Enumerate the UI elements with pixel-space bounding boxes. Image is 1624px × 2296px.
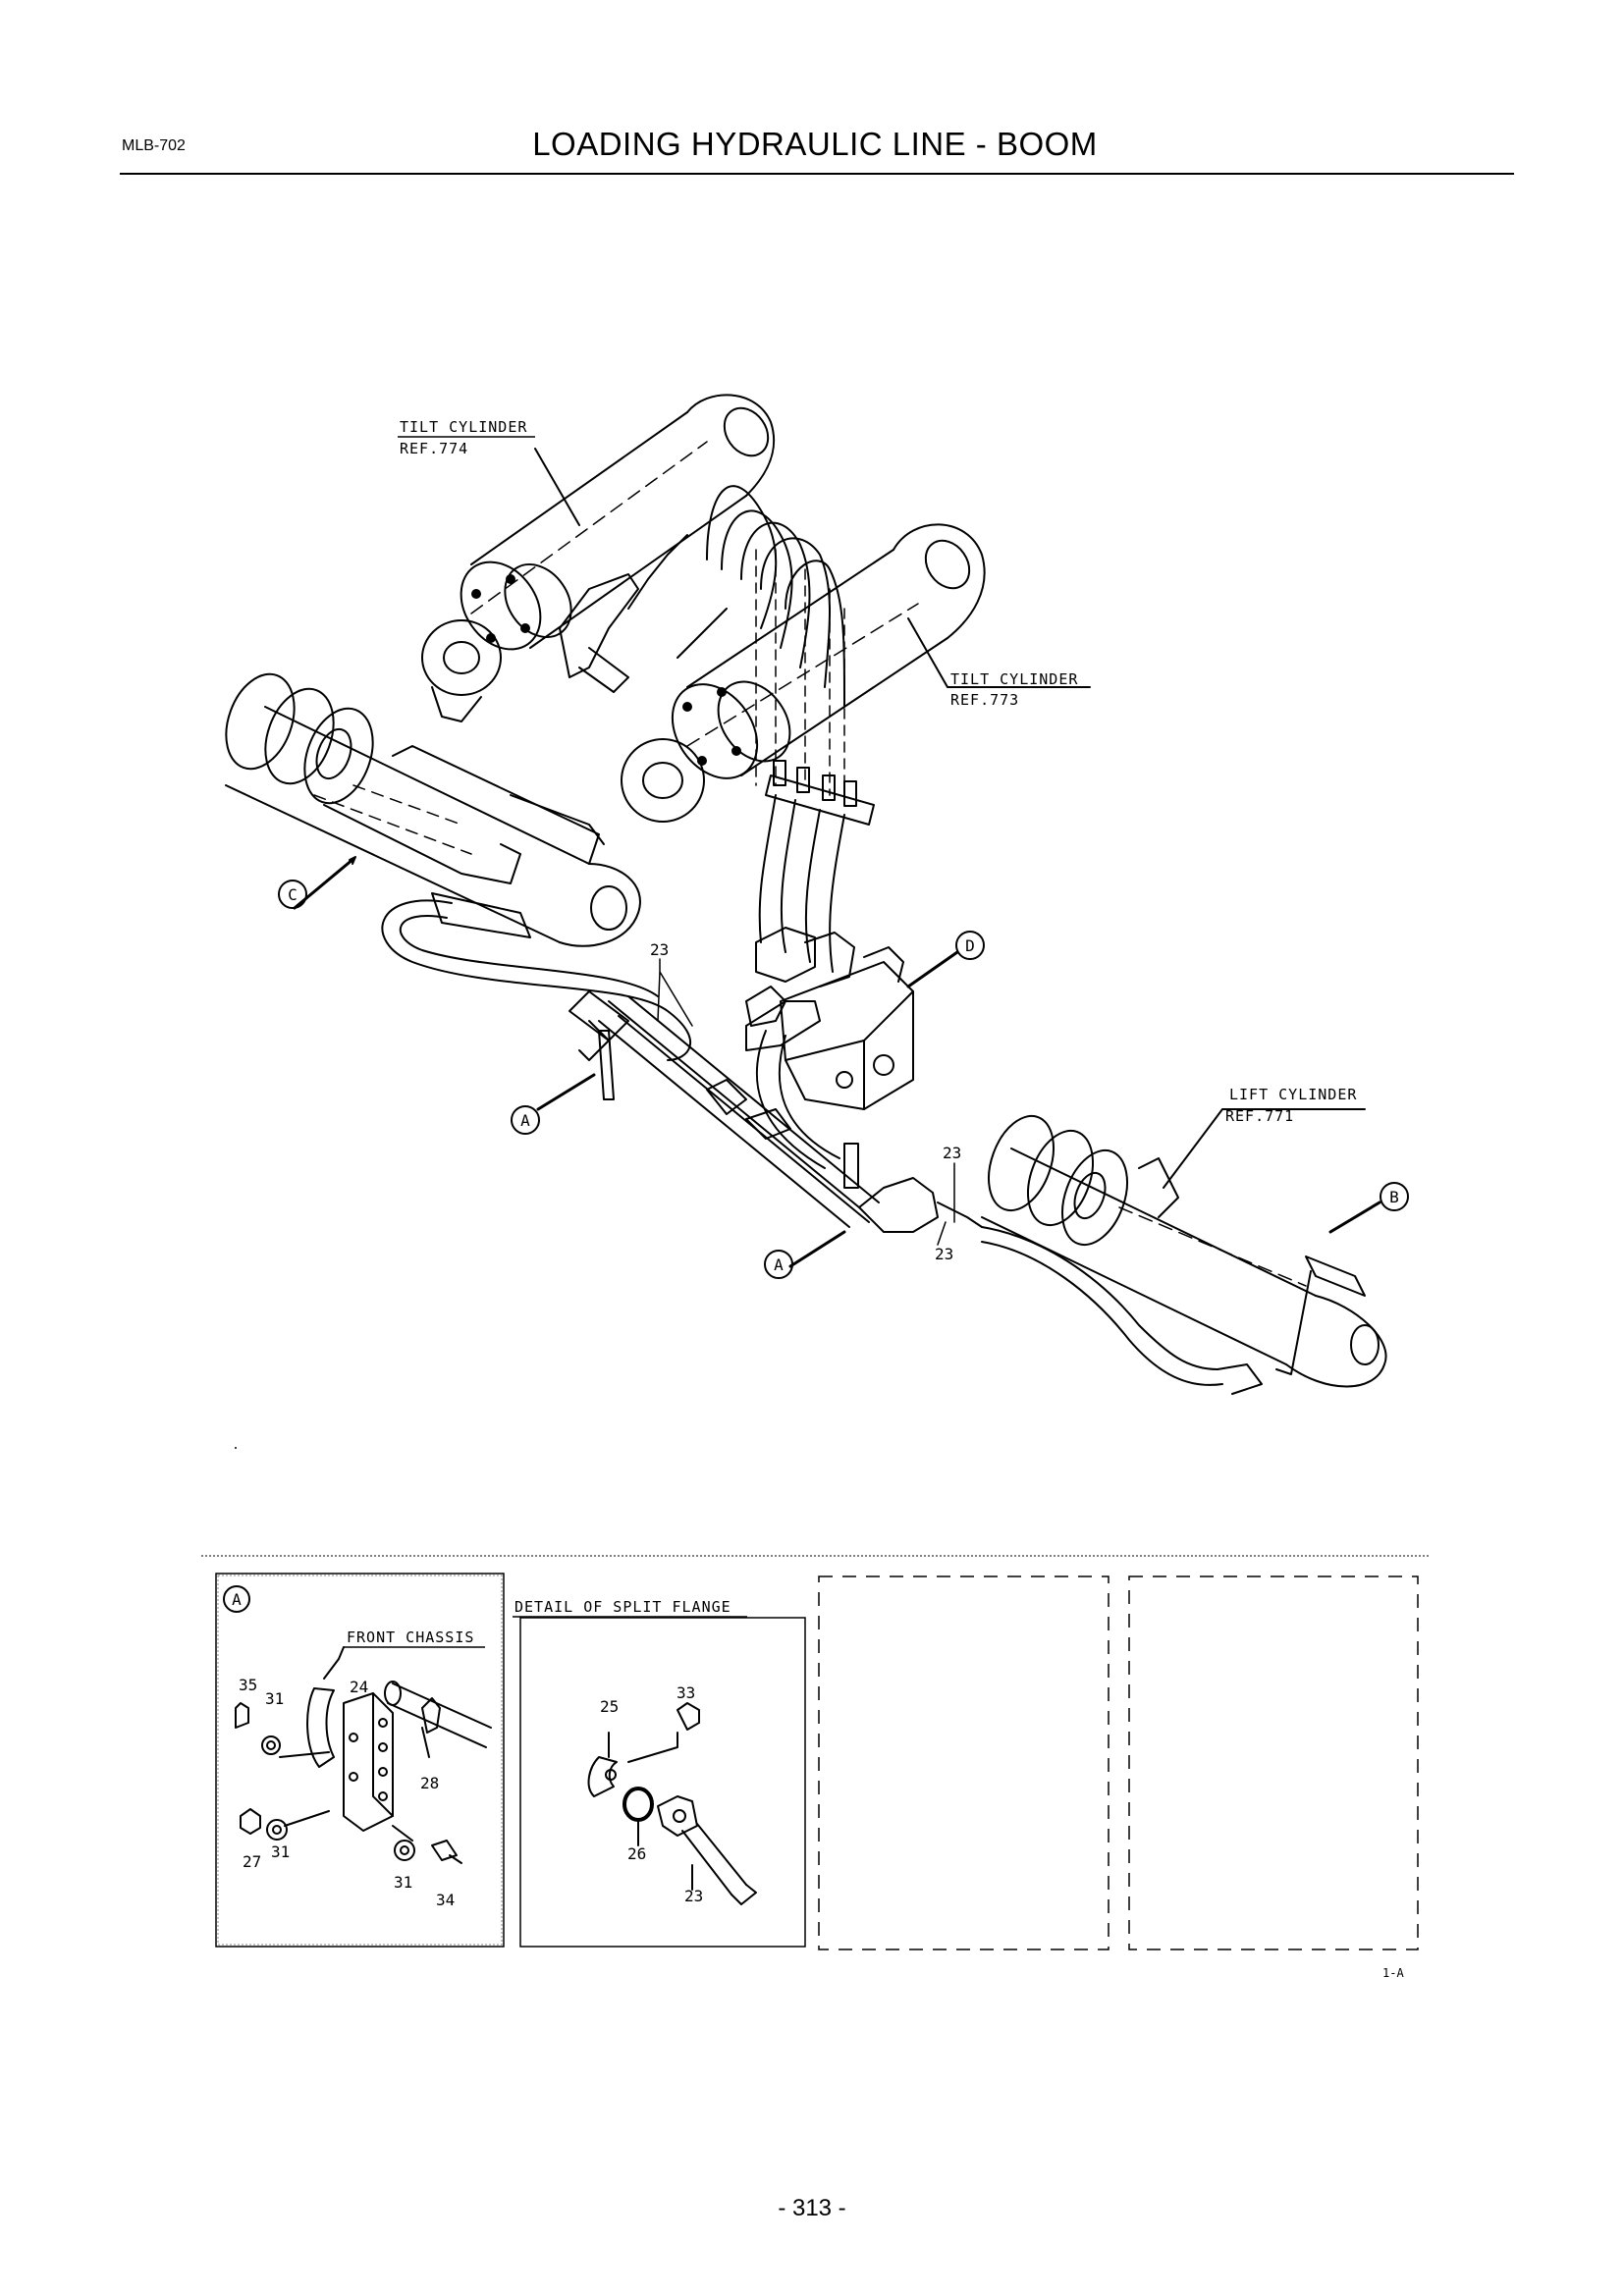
detail-panel-a: A FRONT CHASSIS 35 31 24 28 27 bbox=[215, 1447, 505, 1948]
tilt-cylinder-upper bbox=[421, 394, 776, 722]
control-valve bbox=[745, 927, 914, 1110]
callout-23-right: 23 bbox=[943, 1144, 961, 1162]
hose-bundle-upper bbox=[706, 485, 845, 708]
marker-d: D bbox=[955, 931, 985, 960]
tilt-cylinder-upper-name: TILT CYLINDER bbox=[400, 418, 527, 436]
lift-cylinder-left bbox=[225, 672, 641, 947]
hose-manifold bbox=[758, 760, 875, 973]
leader-lift bbox=[1163, 1108, 1366, 1189]
arrow-d bbox=[906, 950, 959, 988]
svg-text:C: C bbox=[288, 885, 298, 904]
callout-33: 33 bbox=[677, 1683, 695, 1702]
tilt-cylinder-upper-ref: REF.774 bbox=[400, 440, 468, 457]
svg-text:B: B bbox=[1389, 1188, 1399, 1206]
svg-text:D: D bbox=[965, 936, 975, 955]
loop-hose bbox=[381, 899, 692, 1061]
marker-a-detail: A bbox=[223, 1585, 250, 1613]
callout-31-b: 31 bbox=[271, 1842, 290, 1861]
callout-26: 26 bbox=[627, 1844, 646, 1863]
callout-28: 28 bbox=[420, 1774, 439, 1792]
tilt-cylinder-right bbox=[621, 523, 986, 823]
callout-24: 24 bbox=[350, 1678, 368, 1696]
callout-27: 27 bbox=[243, 1852, 261, 1871]
lift-cylinder-right bbox=[981, 1114, 1387, 1388]
callout-31-a: 31 bbox=[265, 1689, 284, 1708]
callout-25: 25 bbox=[600, 1697, 619, 1716]
page-number: - 313 - bbox=[778, 2195, 846, 2221]
svg-text:A: A bbox=[774, 1255, 784, 1274]
detail-panel-split-flange: DETAIL OF SPLIT FLANGE 25 33 26 23 bbox=[513, 1598, 806, 1948]
empty-panel-1 bbox=[818, 1575, 1110, 1950]
tilt-cylinder-right-name: TILT CYLINDER bbox=[950, 670, 1078, 688]
arrow-a-lower bbox=[788, 1230, 846, 1268]
callout-34: 34 bbox=[436, 1891, 455, 1909]
leader-tilt-right bbox=[907, 617, 1091, 688]
callout-31-c: 31 bbox=[394, 1873, 412, 1892]
lift-cylinder-ref: REF.771 bbox=[1225, 1107, 1294, 1125]
document-code: MLB-702 bbox=[122, 137, 186, 154]
callout-35: 35 bbox=[239, 1676, 257, 1694]
tilt-cylinder-right-ref: REF.773 bbox=[950, 691, 1019, 709]
figure-ref: 1-A bbox=[1382, 1966, 1404, 1980]
arrow-a-upper bbox=[536, 1073, 596, 1111]
marker-a-lower: A bbox=[764, 1250, 793, 1279]
lift-cylinder-name: LIFT CYLINDER bbox=[1229, 1086, 1357, 1103]
empty-panel-2 bbox=[1128, 1575, 1419, 1950]
marker-a-upper: A bbox=[511, 1105, 540, 1135]
callout-23-lower: 23 bbox=[935, 1245, 953, 1263]
svg-text:A: A bbox=[520, 1111, 530, 1130]
svg-text:A: A bbox=[232, 1590, 242, 1609]
front-chassis-label: FRONT CHASSIS bbox=[347, 1629, 474, 1646]
page-title: LOADING HYDRAULIC LINE - BOOM bbox=[532, 126, 1098, 162]
arrow-b bbox=[1328, 1201, 1381, 1234]
callout-23-detail: 23 bbox=[684, 1887, 703, 1905]
boom-pipe-assembly bbox=[568, 990, 1263, 1395]
split-flange-label: DETAIL OF SPLIT FLANGE bbox=[514, 1598, 731, 1616]
leader-tilt-upper bbox=[534, 448, 580, 526]
marker-c: C bbox=[278, 880, 307, 909]
header-rule bbox=[120, 173, 1514, 175]
callout-23-upper: 23 bbox=[650, 940, 669, 959]
marker-b: B bbox=[1380, 1182, 1409, 1211]
arrow-c bbox=[293, 857, 355, 910]
